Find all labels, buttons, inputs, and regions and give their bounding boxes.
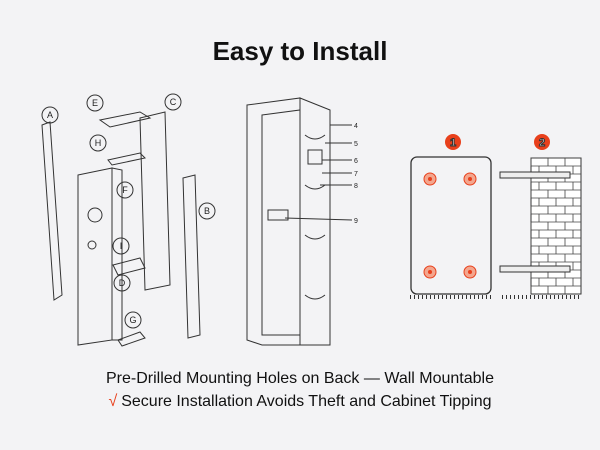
label-f: F xyxy=(122,185,128,195)
caption-mounting: Pre-Drilled Mounting Holes on Back — Wal… xyxy=(105,370,494,387)
part-9: 9 xyxy=(354,218,358,225)
label-e: E xyxy=(92,98,98,108)
part-4: 4 xyxy=(354,123,358,130)
label-h: H xyxy=(95,138,102,148)
caption-security: √Secure Installation Avoids Theft and Ca… xyxy=(0,393,600,411)
page-title: Easy to Install xyxy=(212,36,388,66)
part-8: 8 xyxy=(354,183,358,190)
assembled-cabinet xyxy=(246,97,353,346)
step-1-back-panel xyxy=(410,134,492,299)
exploded-view xyxy=(41,93,216,347)
part-7: 7 xyxy=(354,171,358,178)
part-6: 6 xyxy=(354,158,358,165)
step-1-badge: 1 xyxy=(450,137,456,149)
label-d: D xyxy=(119,278,126,288)
label-g: G xyxy=(129,315,136,325)
caption-security-text: Secure Installation Avoids Theft and Cab… xyxy=(121,393,492,410)
exploded-labels: A B C D E F G H I xyxy=(47,97,210,325)
label-a: A xyxy=(47,110,53,120)
part-numbers: 4 5 6 7 8 9 xyxy=(354,123,358,225)
check-icon: √ xyxy=(108,393,118,410)
part-5: 5 xyxy=(354,141,358,148)
label-a-circle xyxy=(41,106,59,124)
label-i: I xyxy=(120,241,123,251)
label-c: C xyxy=(170,97,177,107)
step-2-badge: 2 xyxy=(539,137,545,149)
label-b: B xyxy=(204,206,210,216)
step-2-wall-anchor xyxy=(499,134,582,299)
